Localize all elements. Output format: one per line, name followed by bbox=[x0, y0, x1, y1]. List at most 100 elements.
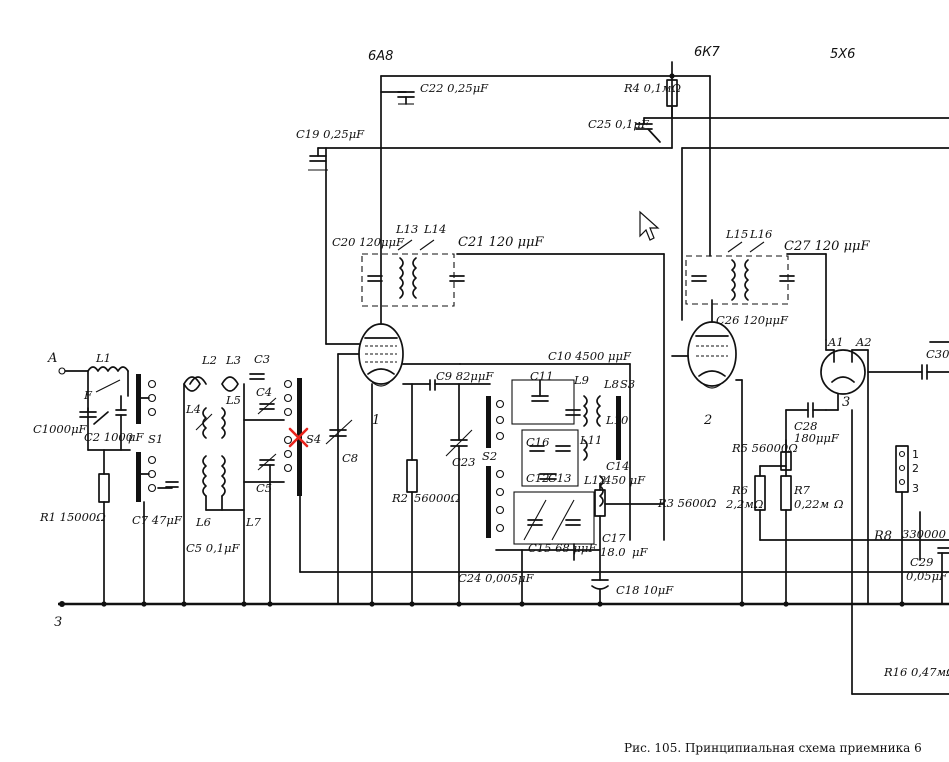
S2-label: S2 bbox=[482, 449, 497, 463]
tube-2-type-label: 6К7 bbox=[694, 45, 721, 60]
C2-label: C2 1000 bbox=[84, 430, 133, 444]
C18-label: C18 10μF bbox=[616, 583, 674, 597]
C11-label: C11 bbox=[530, 369, 553, 383]
red-cross-marker[interactable] bbox=[288, 427, 309, 448]
switch-pin-2-label: 2 bbox=[912, 462, 919, 475]
cursor-arrow-icon bbox=[639, 210, 660, 241]
C2-unit-label: μF bbox=[128, 430, 144, 444]
C6-label: C5 0,1μF bbox=[186, 541, 241, 555]
C30-label: C30 bbox=[926, 347, 949, 361]
L8-label: L8 bbox=[603, 377, 619, 391]
R5-label: R5 56000Ω bbox=[731, 441, 798, 455]
L9-label: L9 bbox=[573, 373, 589, 387]
F-label: F bbox=[83, 388, 93, 402]
switch-pin-1-label: 1 bbox=[912, 448, 919, 461]
if-transformer-1 bbox=[361, 239, 665, 541]
tube-1-converter bbox=[337, 75, 673, 605]
decoupling-caps bbox=[308, 91, 673, 345]
C28-label: C28 bbox=[794, 419, 817, 433]
C17-unit-label: μF bbox=[632, 545, 648, 559]
band-switch-S1 bbox=[136, 374, 179, 605]
tube-1-type-label: 6А8 bbox=[368, 49, 393, 64]
L10-label: L10 bbox=[605, 413, 628, 427]
R2-label: R2 bbox=[391, 491, 408, 505]
R16-label: R16 0,47мΩ bbox=[883, 665, 949, 679]
L7-label: L7 bbox=[245, 515, 262, 529]
antenna-label: A bbox=[47, 351, 57, 366]
S3-label: S3 bbox=[620, 377, 635, 391]
C4-label: C4 bbox=[256, 385, 272, 399]
tuning-cap-C8 bbox=[325, 419, 353, 445]
C26-label: C26 120μμF bbox=[716, 313, 789, 327]
input-coils bbox=[183, 373, 285, 605]
C10-label: C10 4500 μμF bbox=[548, 349, 632, 363]
figure-caption: Рис. 105. Принципиальная схема приемника… bbox=[624, 741, 922, 755]
ground-terminal-label: З bbox=[54, 615, 62, 630]
stage-1-label: 1 bbox=[372, 413, 380, 428]
tube-3-detector bbox=[754, 339, 949, 695]
C3-label: C3 bbox=[254, 352, 270, 366]
R6-label: R6 bbox=[731, 483, 748, 497]
if-transformer-2 bbox=[685, 241, 827, 341]
L12-label: L12 bbox=[583, 473, 606, 487]
C25-label: C25 0,1μF bbox=[588, 117, 650, 131]
L16-label: L16 bbox=[749, 227, 772, 241]
R7-value-label: 0,22м bbox=[794, 497, 829, 511]
C23-label: C23 bbox=[452, 455, 475, 469]
L4-label: L4 bbox=[185, 402, 201, 416]
ground-bus bbox=[58, 601, 949, 607]
C17-value-label: 18.0 bbox=[600, 545, 626, 559]
stage-2-label: 2 bbox=[703, 413, 712, 428]
A1-label: A1 bbox=[827, 335, 844, 349]
oscillator-coil-block bbox=[459, 363, 665, 605]
tube-2-if-amp bbox=[635, 61, 949, 605]
S4-label: S4 bbox=[306, 432, 321, 446]
C13-label: C13 bbox=[548, 471, 571, 485]
R4-label: R4 0,1мΩ bbox=[623, 81, 681, 95]
L1-label: L1 bbox=[95, 351, 111, 365]
C8-label: C8 bbox=[342, 451, 358, 465]
C29-label: C29 bbox=[910, 555, 933, 569]
R8-value-label: 330000 bbox=[902, 527, 946, 541]
antenna-input bbox=[58, 366, 131, 605]
C19-label: C19 0,25μF bbox=[296, 127, 365, 141]
A2-label: A2 bbox=[855, 335, 872, 349]
C5-label: C5 bbox=[256, 481, 272, 495]
C9-label: C9 82μμF bbox=[436, 369, 494, 383]
L2-label: L2 bbox=[201, 353, 217, 367]
C14-label: C14 bbox=[606, 459, 629, 473]
C24-label: C24 0,005μF bbox=[458, 571, 534, 585]
C27-label: C27 120 μμF bbox=[784, 239, 870, 254]
R1-label: R1 15000Ω bbox=[39, 510, 106, 524]
C21-label: C21 120 μμF bbox=[458, 235, 544, 250]
L5-label: L5 bbox=[225, 393, 241, 407]
C28-value-label: 180μμF bbox=[794, 431, 840, 445]
R2-value-label: 56000Ω bbox=[414, 491, 461, 505]
L11-label: L11 bbox=[579, 433, 602, 447]
R7-label: R7 bbox=[793, 483, 811, 497]
tube-3-type-label: 5Х6 bbox=[830, 47, 855, 62]
L13-label: L13 bbox=[395, 222, 418, 236]
L14-label: L14 bbox=[423, 222, 446, 236]
C22-label: C22 0,25μF bbox=[420, 81, 489, 95]
R7-unit-label: Ω bbox=[833, 497, 844, 511]
C7-label: C7 47μF bbox=[132, 513, 183, 527]
L3-label: L3 bbox=[225, 353, 241, 367]
R3-label: R3 5600Ω bbox=[657, 496, 717, 510]
L6-label: L6 bbox=[195, 515, 211, 529]
C29-value-label: 0,05μF bbox=[906, 569, 948, 583]
oscillator-coupling bbox=[406, 379, 491, 605]
C15-label: C15 68 μμF bbox=[528, 541, 597, 555]
C12-label: C12 bbox=[526, 471, 549, 485]
C16-label: C16 bbox=[526, 435, 549, 449]
C20-label: C20 120μμF bbox=[332, 235, 405, 249]
stage-3-label: 3 bbox=[842, 395, 850, 410]
S1-label: S1 bbox=[148, 432, 163, 446]
switch-pin-3-label: 3 bbox=[912, 482, 919, 495]
L15-label: L15 bbox=[725, 227, 748, 241]
C1-label: C1000μF bbox=[33, 422, 88, 436]
C14-value-label: 450 μF bbox=[603, 473, 646, 487]
R6-value-label: 2,2мΩ bbox=[725, 497, 764, 511]
R8-label: R8 bbox=[873, 529, 892, 544]
